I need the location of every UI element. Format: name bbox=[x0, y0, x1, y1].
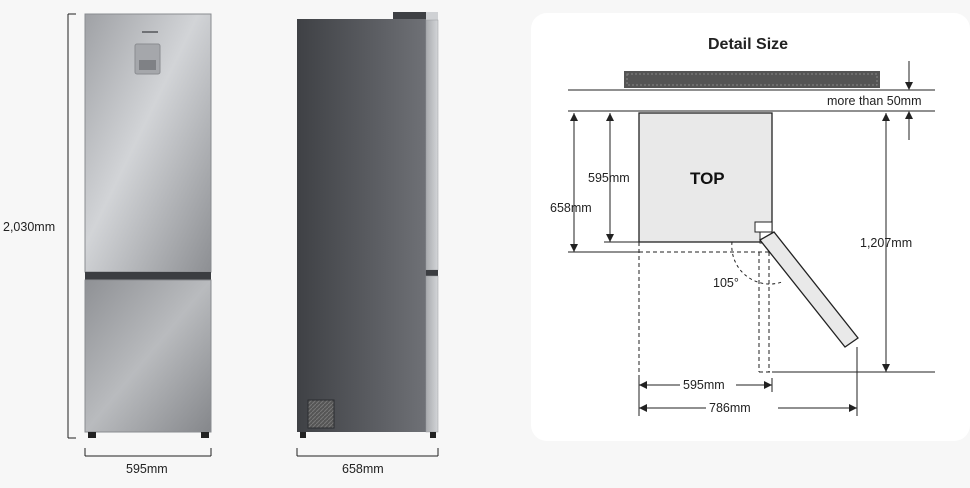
fridge-lower-door bbox=[84, 279, 212, 433]
clearance-label: more than 50mm bbox=[827, 94, 922, 108]
total-depth-label: 658mm bbox=[550, 201, 592, 215]
side-depth-label: 658mm bbox=[342, 462, 384, 476]
door-gap bbox=[85, 272, 211, 280]
fridge-top-body bbox=[638, 112, 773, 243]
front-width-label: 595mm bbox=[126, 462, 168, 476]
side-fridge bbox=[296, 12, 439, 457]
top-hinge bbox=[393, 12, 426, 20]
top-label: TOP bbox=[690, 169, 725, 188]
side-body bbox=[297, 19, 426, 432]
open-depth-label: 1,207mm bbox=[860, 236, 913, 250]
front-foot-left bbox=[88, 432, 96, 438]
detail-drawing bbox=[568, 61, 935, 416]
angle-label: 105° bbox=[713, 276, 739, 290]
detail-title: Detail Size bbox=[708, 36, 789, 53]
body-depth-label: 595mm bbox=[588, 171, 630, 185]
open-door bbox=[759, 231, 859, 348]
vent-grille bbox=[307, 399, 335, 429]
open-width-label: 786mm bbox=[709, 401, 751, 415]
front-height-label: 2,030mm bbox=[3, 220, 56, 234]
front-foot-right bbox=[201, 432, 209, 438]
side-lower-door bbox=[425, 275, 439, 433]
brand-logo bbox=[142, 31, 158, 33]
front-fridge bbox=[67, 13, 212, 457]
wall-block bbox=[624, 71, 880, 88]
body-width-label: 595mm bbox=[683, 378, 725, 392]
side-upper-door bbox=[425, 19, 439, 271]
